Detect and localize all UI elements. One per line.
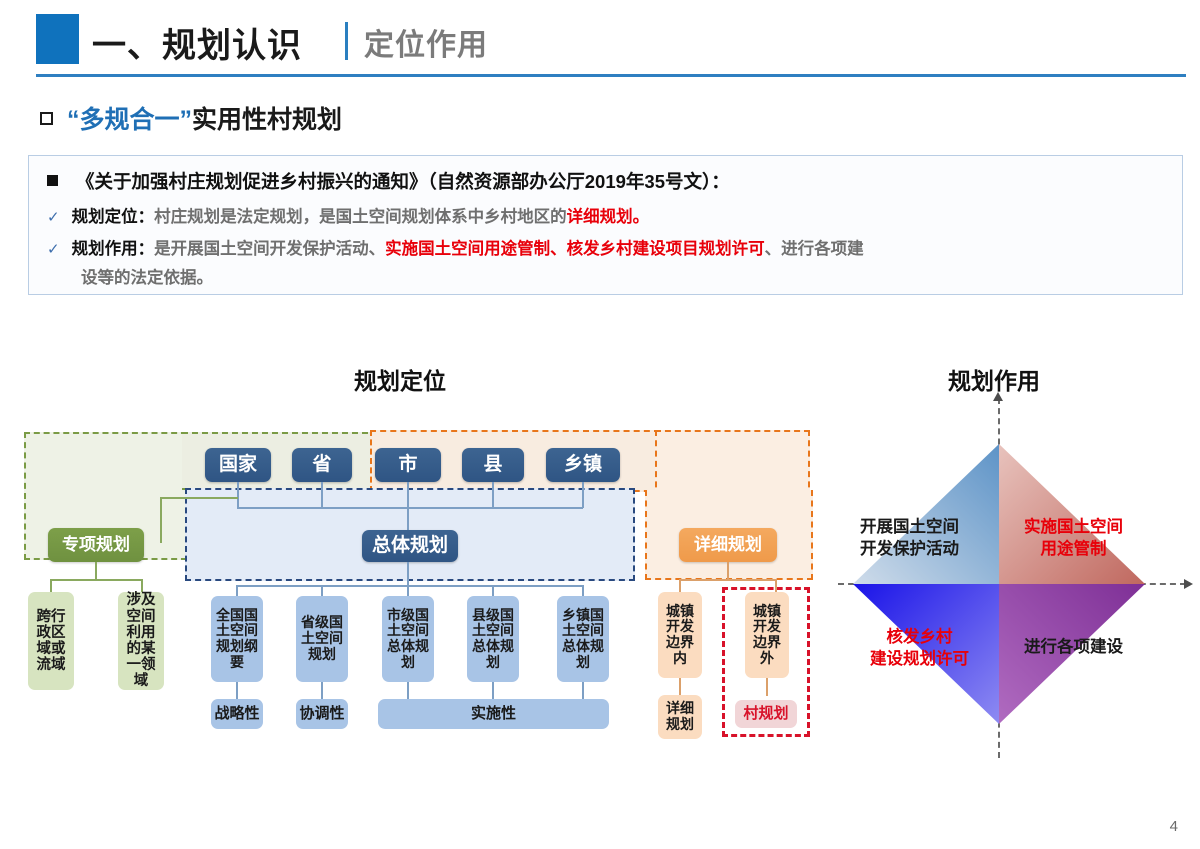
axis-arrow-right-icon xyxy=(1184,579,1193,589)
connector xyxy=(236,682,238,700)
quadrant-label-line2: 开发保护活动 xyxy=(860,540,959,559)
node-special-child-spatial-field[interactable]: 涉及空间利用的某一领域 xyxy=(118,592,164,690)
connector xyxy=(50,579,52,593)
connector xyxy=(321,482,323,508)
node-detail-leaf-detail-plan[interactable]: 详细规划 xyxy=(658,695,702,739)
note-heading-text: 《关于加强村庄规划促进乡村振兴的通知》（自然资源部办公厅2019年35号文）： xyxy=(76,171,730,192)
connector xyxy=(679,579,776,581)
connector-bus xyxy=(237,507,583,509)
note-row3-continuation: 设等的法定依据。 xyxy=(81,269,213,287)
node-special-plan[interactable]: 专项规划 xyxy=(48,528,144,562)
connector xyxy=(582,682,584,700)
quadrant-label-line1: 开展国土空间 xyxy=(860,518,959,536)
quadrant-label-bottom-left: 核发乡村 建设规划许可 xyxy=(870,626,969,671)
node-attribute-strategic[interactable]: 战略性 xyxy=(211,699,263,729)
level-node-city[interactable]: 市 xyxy=(375,448,441,482)
connector xyxy=(492,482,494,508)
quadrant-label-line1: 核发乡村 xyxy=(886,628,953,646)
node-village-plan[interactable]: 村规划 xyxy=(735,700,797,728)
note-heading: 《关于加强村庄规划促进乡村振兴的通知》（自然资源部办公厅2019年35号文）： xyxy=(47,168,730,194)
node-special-child-cross-region[interactable]: 跨行政区域或流域 xyxy=(28,592,74,690)
note-row3-highlight: 实施国土空间用途管制、核发乡村建设项目规划许可 xyxy=(385,240,765,258)
connector xyxy=(407,682,409,700)
node-attribute-coordinative[interactable]: 协调性 xyxy=(296,699,348,729)
quadrant-label-line2: 建设规划许可 xyxy=(870,650,969,669)
connector-special xyxy=(160,497,162,543)
quadrant-label-line2: 用途管制 xyxy=(1040,540,1107,559)
node-detail-plan[interactable]: 详细规划 xyxy=(679,528,777,562)
connector xyxy=(582,482,584,508)
node-attribute-implementive[interactable]: 实施性 xyxy=(378,699,609,729)
filled-square-bullet-icon xyxy=(47,175,58,186)
node-overall-child-township[interactable]: 乡镇国土空间总体规划 xyxy=(557,596,609,682)
node-overall-child-provincial[interactable]: 省级国土空间规划 xyxy=(296,596,348,682)
level-node-county[interactable]: 县 xyxy=(462,448,524,482)
connector xyxy=(236,585,238,597)
connector xyxy=(321,682,323,700)
connector xyxy=(582,585,584,597)
note-row3-label: 规划作用： xyxy=(71,240,155,258)
function-diamond-diagram: 开展国土空间 开发保护活动 实施国土空间 用途管制 核发乡村 建设规划许可 进行… xyxy=(838,392,1200,798)
right-diagram-heading: 规划作用 xyxy=(948,368,1040,394)
page-number: 4 xyxy=(1169,818,1178,835)
slide-header: 一、规划认识 定位作用 xyxy=(0,0,1200,80)
node-overall-child-city[interactable]: 市级国土空间总体规划 xyxy=(382,596,434,682)
connector xyxy=(321,585,323,597)
connector xyxy=(679,678,681,696)
quadrant-top-left[interactable] xyxy=(853,444,999,584)
connector xyxy=(679,579,681,593)
quadrant-label-bottom-right: 进行各项建设 xyxy=(1024,636,1123,658)
connector-special xyxy=(160,497,238,499)
quadrant-label-line1: 实施国土空间 xyxy=(1024,518,1123,536)
note-box: 《关于加强村庄规划促进乡村振兴的通知》（自然资源部办公厅2019年35号文）： … xyxy=(28,155,1183,295)
section-title-part1: “多规合一” xyxy=(67,106,193,134)
connector xyxy=(492,585,494,597)
section-title-part2: 实用性村规划 xyxy=(192,106,343,134)
connector xyxy=(407,562,409,586)
quadrant-label-line1: 进行各项建设 xyxy=(1024,638,1123,656)
connector xyxy=(95,562,97,580)
header-accent-block xyxy=(36,14,79,64)
node-overall-child-national-outline[interactable]: 全国国土空间规划纲要 xyxy=(211,596,263,682)
level-node-township[interactable]: 乡镇 xyxy=(546,448,620,482)
square-bullet-icon xyxy=(40,112,53,125)
connector-bus xyxy=(236,585,583,587)
note-row2-label: 规划定位： xyxy=(71,208,155,226)
note-row3-text-2: 、进行各项建 xyxy=(764,240,864,258)
connector xyxy=(766,678,768,696)
level-node-province[interactable]: 省 xyxy=(292,448,352,482)
connector xyxy=(237,482,239,508)
check-icon: ✓ xyxy=(47,241,60,258)
note-row-positioning: ✓ 规划定位：村庄规划是法定规划，是国土空间规划体系中乡村地区的详细规划。 xyxy=(47,206,1167,230)
note-row-function: ✓ 规划作用：是开展国土空间开发保护活动、实施国土空间用途管制、核发乡村建设项目规… xyxy=(47,238,1167,262)
region-village-plan-highlight xyxy=(722,587,810,737)
quadrant-label-top-left: 开展国土空间 开发保护活动 xyxy=(860,516,959,561)
node-overall-child-county[interactable]: 县级国土空间总体规划 xyxy=(467,596,519,682)
quadrant-label-top-right: 实施国土空间 用途管制 xyxy=(1024,516,1123,561)
connector xyxy=(141,579,143,593)
header-divider xyxy=(345,22,348,60)
connector xyxy=(492,682,494,700)
note-row3-text: 是开展国土空间开发保护活动、 xyxy=(154,240,386,258)
section-title: “多规合一”实用性村规划 xyxy=(40,100,342,136)
axis-arrow-up-icon xyxy=(993,392,1003,401)
header-rule xyxy=(36,74,1186,77)
check-icon: ✓ xyxy=(47,209,60,226)
level-node-national[interactable]: 国家 xyxy=(205,448,271,482)
quadrant-top-right[interactable] xyxy=(999,444,1145,584)
connector xyxy=(50,579,142,581)
node-detail-child-outside-boundary[interactable]: 城镇开发边界外 xyxy=(745,592,789,678)
connector xyxy=(407,585,409,597)
connector xyxy=(775,579,777,593)
page-title: 一、规划认识 xyxy=(92,27,302,65)
region-overall-plan xyxy=(185,488,635,581)
node-detail-child-inside-boundary[interactable]: 城镇开发边界内 xyxy=(658,592,702,678)
note-row2-text: 村庄规划是法定规划，是国土空间规划体系中乡村地区的 xyxy=(154,208,567,226)
connector xyxy=(727,562,729,580)
note-row2-highlight: 详细规划。 xyxy=(566,208,650,226)
left-diagram-heading: 规划定位 xyxy=(354,368,446,394)
header-subtitle: 定位作用 xyxy=(364,29,488,62)
node-overall-plan[interactable]: 总体规划 xyxy=(362,530,458,562)
